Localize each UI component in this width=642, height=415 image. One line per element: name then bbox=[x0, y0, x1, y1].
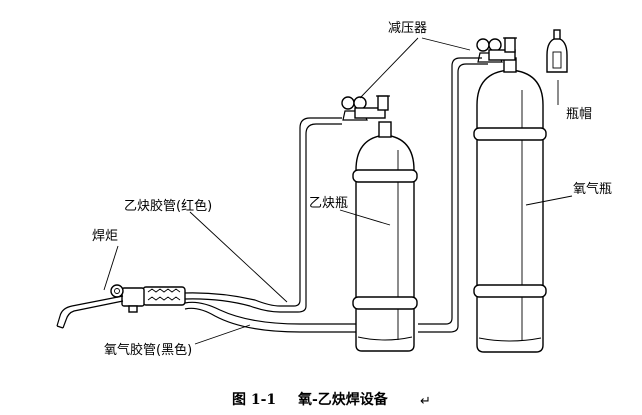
caption-end-mark: ↵ bbox=[420, 394, 431, 409]
label-acetylene-cylinder: 乙炔瓶 bbox=[309, 196, 348, 211]
label-cylinder-cap: 瓶帽 bbox=[566, 106, 592, 122]
acetylene-regulator bbox=[341, 95, 390, 121]
oxygen-cylinder bbox=[473, 57, 547, 353]
caption-title: 氧-乙炔焊设备 bbox=[297, 391, 389, 408]
acetylene-cylinder bbox=[352, 121, 418, 352]
welding-torch bbox=[56, 284, 186, 329]
oxygen-hose bbox=[184, 57, 488, 333]
acetylene-hose bbox=[184, 117, 342, 313]
leader-lines bbox=[103, 37, 573, 345]
label-acetylene-hose: 乙炔胶管(红色) bbox=[124, 198, 212, 214]
label-regulator: 减压器 bbox=[388, 21, 427, 36]
caption-figure-number: 图 1-1 bbox=[232, 392, 276, 408]
label-torch: 焊炬 bbox=[92, 228, 118, 244]
label-oxygen-hose: 氧气胶管(黑色) bbox=[104, 342, 192, 358]
cylinder-cap-icon bbox=[546, 29, 568, 73]
label-oxygen-cylinder: 氧气瓶 bbox=[573, 181, 612, 197]
oxygen-regulator bbox=[476, 37, 517, 63]
